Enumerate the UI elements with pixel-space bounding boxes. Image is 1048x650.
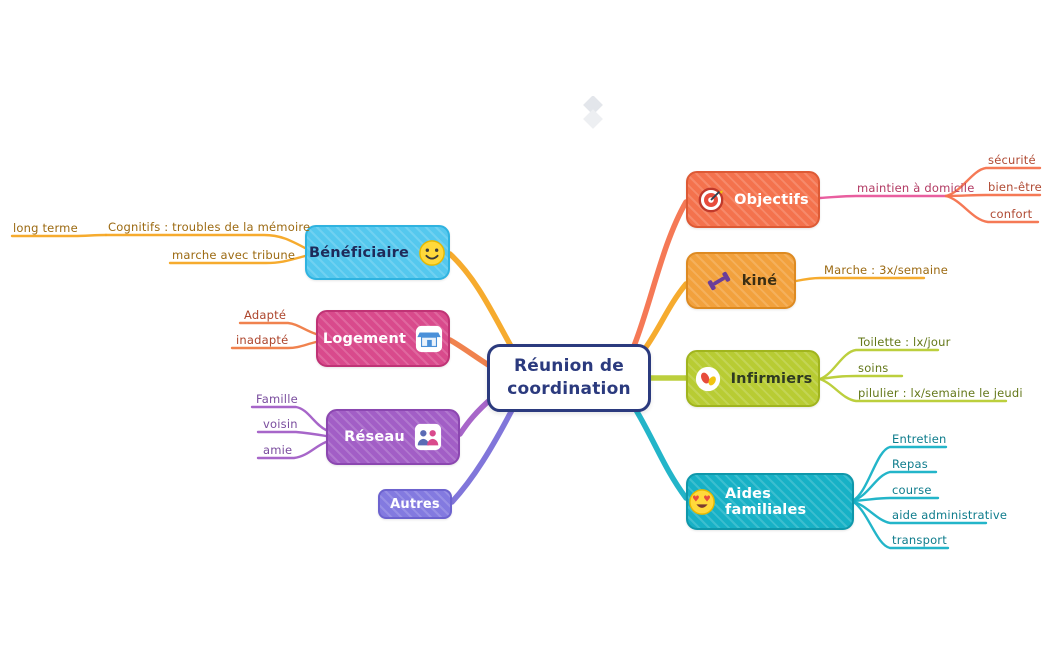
family-icon (414, 423, 442, 451)
node-objectifs[interactable]: Objectifs (686, 171, 820, 228)
leaf-marche-avec-tribune[interactable]: marche avec tribune (172, 248, 296, 262)
node-logement[interactable]: Logement (316, 310, 450, 367)
center-label-line2: coordination (507, 379, 631, 399)
connector-center-beneficiaire (447, 251, 515, 351)
pills-icon (694, 365, 722, 393)
node-kine[interactable]: kiné (686, 252, 796, 309)
node-beneficiaire[interactable]: Bénéficiaire (305, 225, 450, 280)
node-autres[interactable]: Autres (378, 489, 452, 519)
leaf-cognitifs[interactable]: Cognitifs : troubles de la mémoire (108, 220, 311, 234)
node-label: Aides familiales (725, 485, 807, 518)
leaf-adapte[interactable]: Adapté (244, 308, 287, 322)
app-logo-diamond-icon (578, 95, 608, 130)
connector-center-objectifs (631, 199, 689, 349)
leaf-securite[interactable]: sécurité (988, 153, 1036, 167)
leaf-repas[interactable]: Repas (892, 457, 928, 471)
node-label: Infirmiers (730, 370, 813, 387)
node-label: Objectifs (734, 191, 809, 208)
leaf-maintien-a-domicile[interactable]: maintien à domicile (857, 181, 975, 195)
dartboard-target-icon (697, 186, 725, 214)
connector-aides-course (850, 496, 940, 503)
connector-beneficiaire-tribune (168, 254, 307, 265)
storefront-icon (415, 325, 443, 353)
node-reseau[interactable]: Réseau (326, 409, 460, 465)
node-label: Réseau (344, 429, 405, 445)
node-aides-familiales[interactable]: ♥ ♥ Aides familiales (686, 473, 854, 530)
leaf-aide-administrative[interactable]: aide administrative (892, 508, 1008, 522)
connector-beneficiaire-cognitifs (104, 233, 307, 250)
connector-infirmiers-toilette (818, 348, 940, 381)
svg-text:♥: ♥ (692, 493, 700, 503)
connector-center-kine (641, 281, 689, 353)
connector-cognitifs-longterme (10, 233, 108, 238)
connector-infirmiers-pilulier (818, 377, 1008, 403)
connector-center-autres (449, 407, 515, 505)
leaf-inadapte[interactable]: inadapté (236, 333, 289, 347)
leaf-transport[interactable]: transport (892, 533, 947, 547)
connector-aides-admin (850, 499, 988, 525)
svg-text:♥: ♥ (703, 493, 711, 503)
leaf-entretien[interactable]: Entretien (892, 432, 947, 446)
connector-aides-repas (850, 470, 938, 503)
node-infirmiers[interactable]: Infirmiers (686, 350, 820, 407)
leaf-toilette[interactable]: Toilette : lx/jour (858, 335, 951, 349)
connector-maintien-bienetre (944, 193, 1042, 198)
connector-infirmiers-soins (818, 374, 904, 381)
connector-aides-entretien (850, 445, 948, 503)
node-label: Bénéficiaire (308, 244, 410, 261)
connector-logement-adapte (238, 321, 318, 336)
smiley-face-icon (418, 239, 446, 267)
leaf-course[interactable]: course (892, 483, 932, 497)
leaf-long-terme[interactable]: long terme (13, 221, 78, 235)
connector-logement-inadapte (230, 340, 318, 350)
connector-maintien-securite (944, 166, 1042, 198)
connector-center-aides (633, 407, 689, 501)
connector-reseau-voisin (256, 430, 328, 438)
leaf-amie[interactable]: amie (263, 443, 293, 457)
dumbbell-icon (705, 267, 733, 295)
leaf-voisin[interactable]: voisin (263, 417, 298, 431)
connector-center-logement (447, 337, 493, 369)
node-label: kiné (741, 272, 778, 289)
node-reunion-coordination[interactable]: Réunion de coordination (487, 344, 651, 412)
leaf-famille[interactable]: Famille (256, 392, 298, 406)
leaf-marche-3x-semaine[interactable]: Marche : 3x/semaine (824, 263, 948, 277)
heart-eyes-face-icon: ♥ ♥ (688, 488, 716, 516)
leaf-confort[interactable]: confort (990, 207, 1033, 221)
connector-reseau-amie (256, 440, 328, 460)
center-label-line1: Réunion de (513, 356, 625, 377)
connector-objectifs-maintien (818, 194, 948, 200)
node-label: Logement (322, 330, 407, 347)
leaf-soins[interactable]: soins (858, 361, 889, 375)
connector-aides-transport (850, 499, 950, 550)
node-label: Autres (390, 496, 440, 512)
leaf-bien-etre[interactable]: bien-être (988, 180, 1042, 194)
connector-kine-marche (794, 276, 926, 283)
connector-reseau-famille (250, 405, 328, 432)
connector-maintien-confort (944, 194, 1040, 224)
leaf-pilulier[interactable]: pilulier : lx/semaine le jeudi (858, 386, 1023, 400)
